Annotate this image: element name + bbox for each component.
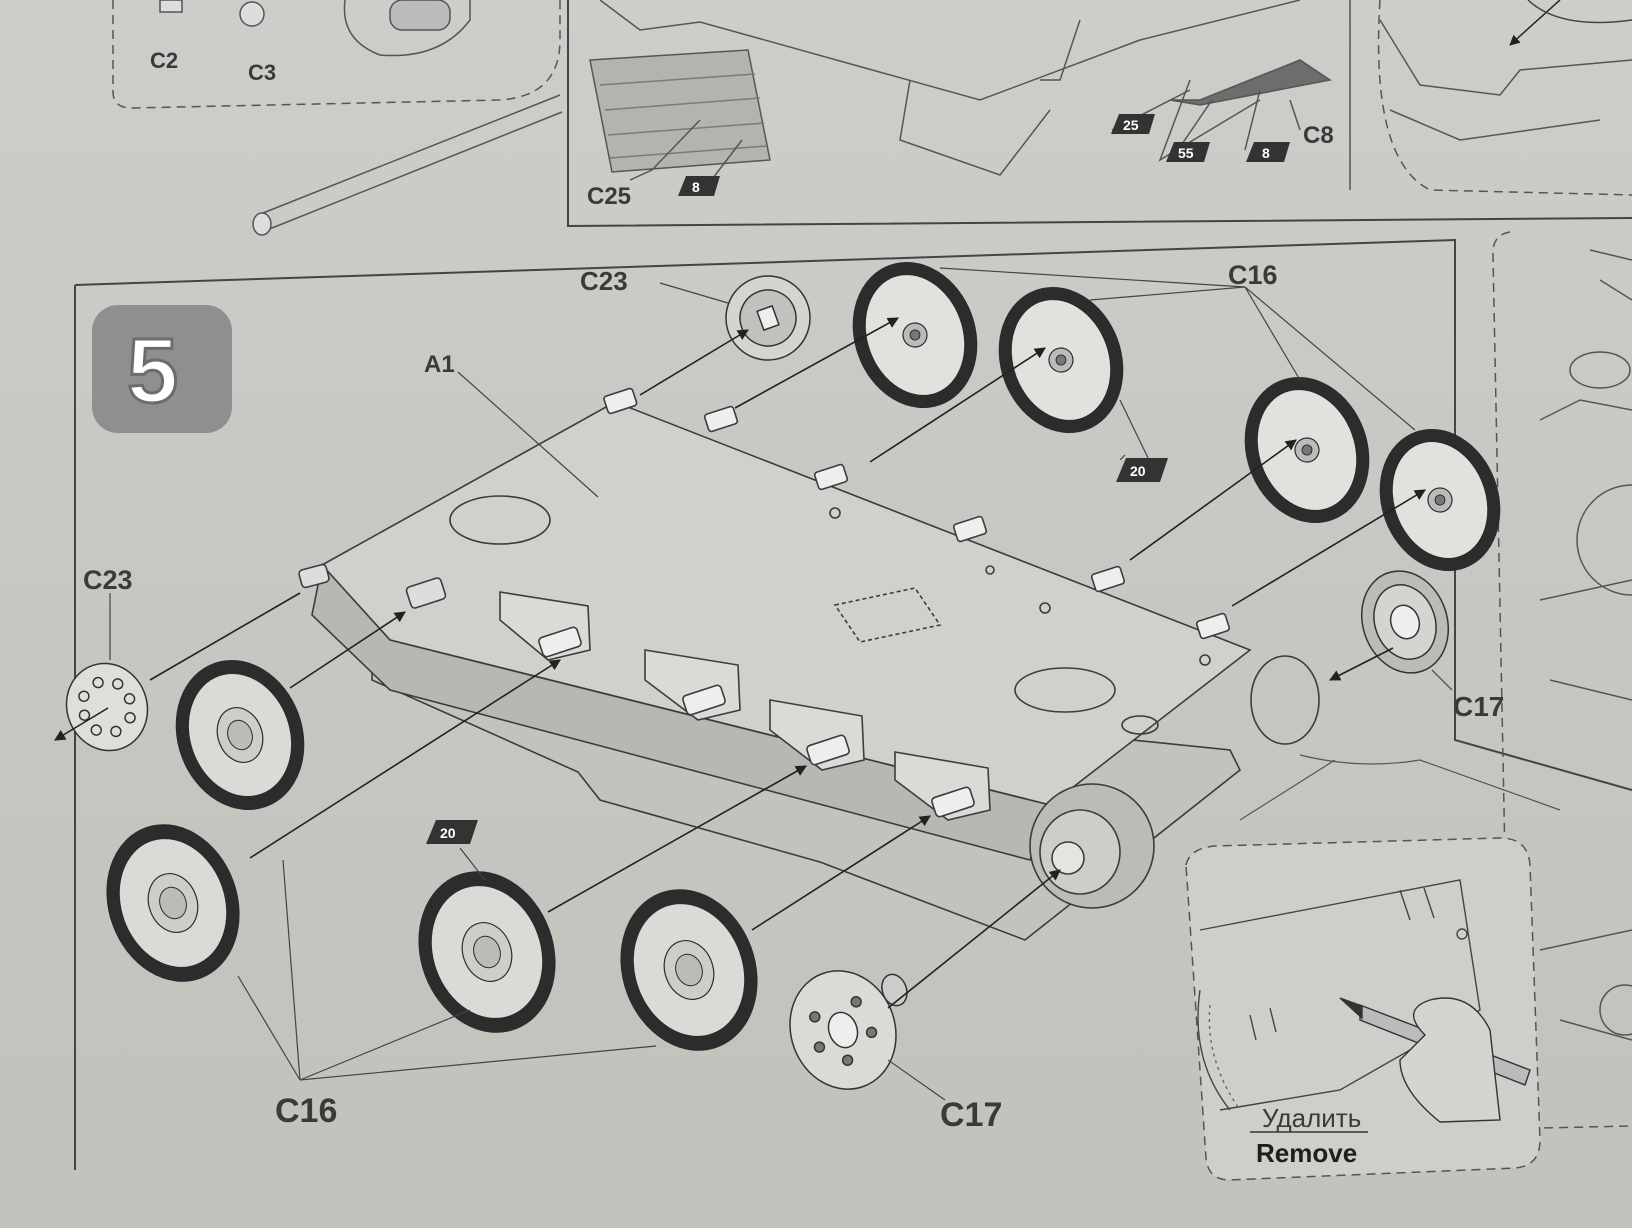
sprocket-c17-right <box>1360 570 1450 674</box>
road-wheel <box>175 660 305 810</box>
label-c3: C3 <box>248 60 276 85</box>
svg-text:5: 5 <box>127 320 178 422</box>
road-wheels-c16 <box>106 261 1501 1051</box>
decal-badge-lower: 20 <box>426 820 478 844</box>
step-number-box: 5 <box>92 305 232 433</box>
decal-badge-upper: 20 <box>1116 458 1168 482</box>
previous-step-frame <box>567 0 1632 228</box>
top-badges: 8 25 55 8 <box>678 114 1290 196</box>
label-c2: C2 <box>150 48 178 73</box>
road-wheel <box>998 286 1124 434</box>
assembly-arrows <box>54 317 1426 1009</box>
detail-box-c2-c3 <box>112 0 561 109</box>
label-c8: C8 <box>1303 122 1334 149</box>
sprocket-c17-bottom <box>789 970 908 1090</box>
decal-badge: 25 <box>1111 114 1155 134</box>
decal-badge: 8 <box>678 176 720 196</box>
svg-text:8: 8 <box>692 179 700 195</box>
hull-part-a1 <box>298 387 1320 941</box>
svg-text:8: 8 <box>1262 145 1270 161</box>
road-wheel <box>852 261 978 409</box>
rear-sprocket-housing <box>1029 783 1155 909</box>
decal-badges: 20 20 <box>426 458 1168 844</box>
gun-barrel <box>257 94 563 233</box>
road-wheel <box>620 889 758 1051</box>
previous-step-strip <box>112 0 1632 236</box>
remove-caption-ru: Удалить <box>1262 1103 1361 1133</box>
remove-inset: Удалить Remove <box>1185 754 1561 1181</box>
leader-lines <box>109 267 1453 1101</box>
svg-text:20: 20 <box>440 825 456 841</box>
idler-c23-far <box>725 275 811 361</box>
label-c23-left: C23 <box>83 565 133 595</box>
remove-caption-en: Remove <box>1256 1138 1357 1168</box>
bracket-part-c8 <box>1169 59 1332 106</box>
sprocket-parts-c17 <box>789 570 1450 1090</box>
label-c17-bottom: C17 <box>940 1096 1002 1134</box>
decal-badge: 55 <box>1166 142 1210 162</box>
label-c17-right: C17 <box>1453 691 1504 722</box>
svg-text:20: 20 <box>1130 463 1146 479</box>
road-wheel <box>418 871 556 1033</box>
label-c16-top: C16 <box>1228 260 1278 290</box>
decal-badge: 8 <box>1246 142 1290 162</box>
hand-with-knife <box>1339 997 1531 1123</box>
road-wheel <box>1379 428 1501 572</box>
label-c23-top: C23 <box>580 266 628 296</box>
svg-text:55: 55 <box>1178 145 1194 161</box>
label-c25: C25 <box>587 183 631 210</box>
label-a1: A1 <box>424 351 455 378</box>
track-part-c25 <box>589 49 771 173</box>
road-wheel <box>1244 376 1370 524</box>
svg-text:25: 25 <box>1123 117 1139 133</box>
road-wheel <box>106 824 240 982</box>
label-c16-bottom: C16 <box>275 1092 337 1130</box>
idler-c23-near <box>65 662 149 752</box>
